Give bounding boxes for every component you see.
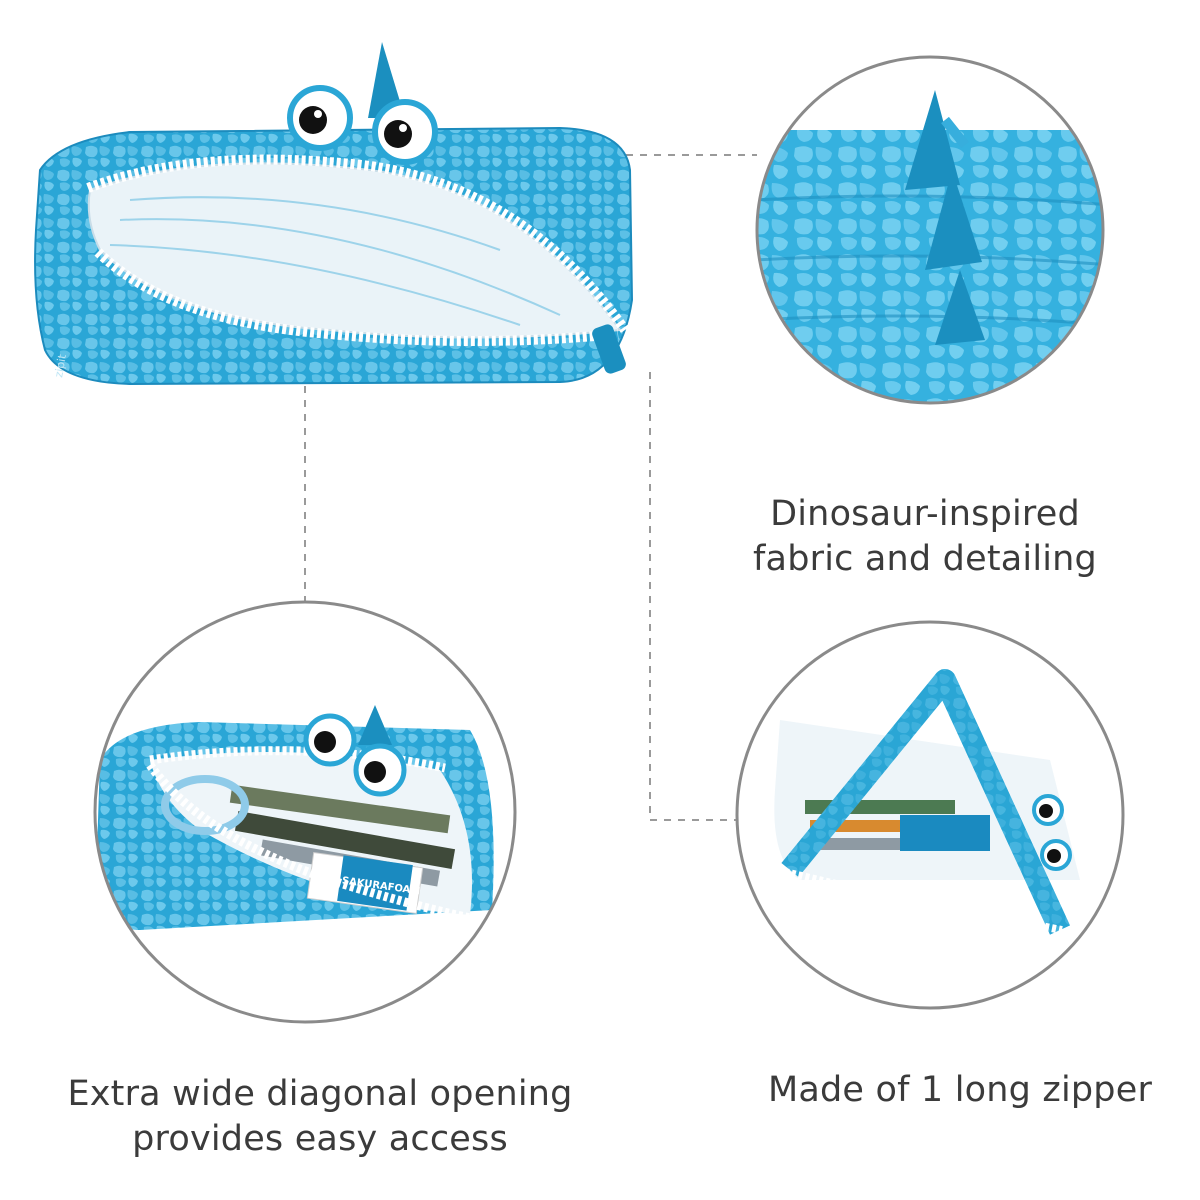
caption-fabric-line-2: fabric and detailing	[753, 539, 1097, 579]
caption-opening-line-2: provides easy access	[132, 1119, 508, 1159]
caption-opening-line-1: Extra wide diagonal opening	[67, 1074, 573, 1114]
connector-lines	[304, 154, 757, 821]
caption-fabric: Dinosaur-inspired fabric and detailing	[745, 492, 1105, 582]
fabric-detail-circle	[755, 55, 1105, 405]
zipper-detail-circle	[735, 620, 1125, 1010]
connector-to-zipper	[649, 372, 738, 821]
svg-text:zipit: zipit	[52, 353, 69, 379]
caption-opening: Extra wide diagonal opening provides eas…	[40, 1072, 600, 1162]
main-pouch: zipit zipit	[34, 42, 659, 386]
caption-fabric-line-1: Dinosaur-inspired	[770, 494, 1080, 534]
caption-zipper: Made of 1 long zipper	[740, 1068, 1180, 1113]
caption-zipper-line-1: Made of 1 long zipper	[767, 1070, 1153, 1110]
opening-detail-circle: SAKURAFOAM	[93, 600, 517, 1024]
brand-label: zipit	[624, 329, 659, 354]
